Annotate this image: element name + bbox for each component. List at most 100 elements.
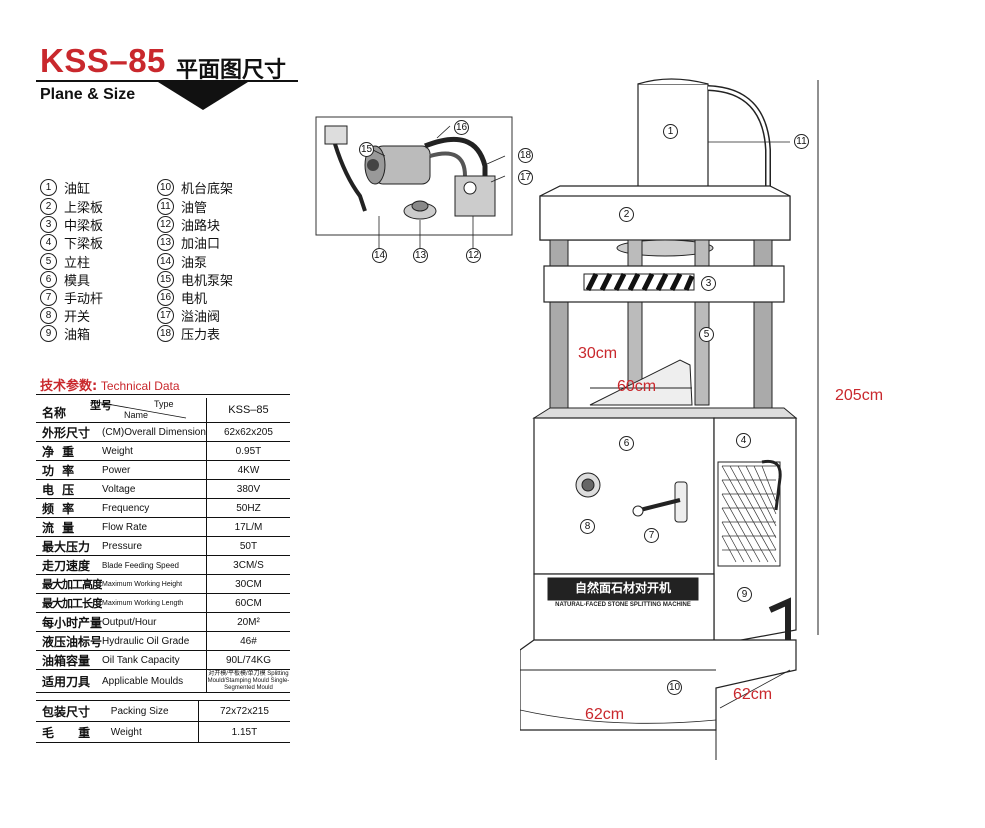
legend-number: 10	[157, 178, 174, 196]
row-label-cn: 包装尺寸	[36, 700, 103, 722]
legend-number: 6	[40, 270, 57, 288]
legend-item: 12 油路块	[157, 215, 221, 234]
legend-number: 18	[157, 324, 174, 342]
legend-label: 压力表	[181, 327, 221, 343]
legend-item: 1 油缸	[40, 178, 91, 197]
row-label-en: Pressure	[102, 536, 207, 556]
callout-9: 9	[737, 587, 752, 602]
row-label-en: Frequency	[102, 498, 207, 518]
title-english: Plane & Size	[40, 86, 136, 103]
callout-2: 2	[619, 207, 634, 222]
row-value: 1.15T	[197, 721, 290, 743]
row-label-en: Weight	[102, 721, 199, 743]
column-part	[694, 239, 710, 406]
legend-number: 5	[40, 252, 57, 270]
nameplate-part	[547, 577, 699, 601]
row-label-cn: 净 重	[36, 441, 103, 461]
row-label-cn: 电 压	[36, 479, 103, 499]
legend-label: 油路块	[181, 218, 221, 234]
callout-6: 6	[619, 436, 634, 451]
row-value: 3CM/S	[205, 555, 290, 575]
callout-1: 1	[663, 124, 678, 139]
work-length-dimension: 60cm	[617, 378, 657, 395]
diagonal-divider	[95, 401, 187, 419]
legend-number: 2	[40, 197, 57, 215]
legend-label: 立柱	[64, 255, 91, 271]
legend-label: 下梁板	[64, 236, 104, 252]
legend-number: 1	[40, 178, 57, 196]
row-label-en: Maximum Working Length	[102, 593, 207, 613]
row-label-cn: 功 率	[36, 460, 103, 480]
legend-item: 5 立柱	[40, 252, 91, 271]
callout-8: 8	[580, 519, 595, 534]
callout-14: 14	[372, 248, 387, 263]
legend-label: 模具	[64, 273, 91, 289]
row-label-en: Weight	[102, 441, 207, 461]
row-label-cn: 适用刀具	[36, 669, 103, 693]
oil-cylinder-part	[637, 83, 709, 195]
row-label-cn: 最大压力	[36, 536, 103, 556]
row-label-cn: 走刀速度	[36, 555, 103, 575]
callout-3: 3	[701, 276, 716, 291]
row-label-en: Power	[102, 460, 207, 480]
row-value: 17L/M	[205, 517, 290, 537]
row-value: 50HZ	[205, 498, 290, 518]
row-label-cn: 最大加工高度	[36, 574, 103, 594]
base-frame-part	[520, 639, 797, 731]
legend-label: 油缸	[64, 181, 91, 197]
callout-15: 15	[359, 142, 374, 157]
legend-number: 16	[157, 288, 174, 306]
oil-pipe-icon	[429, 151, 467, 177]
tech-heading-en: Technical Data	[100, 379, 180, 393]
row-value: 72x72x215	[197, 700, 290, 722]
callout-17: 17	[518, 170, 533, 185]
legend-item: 6 模具	[40, 270, 91, 289]
legend-number: 13	[157, 233, 174, 251]
manual-lever-part	[639, 498, 681, 512]
row-label-cn: 外形尺寸	[36, 422, 103, 442]
name-en: Name	[124, 410, 149, 420]
header-cell: 名称 型号 Type Name	[36, 398, 207, 423]
legend-label: 油泵	[181, 255, 208, 271]
row-label-en: Voltage	[102, 479, 207, 499]
row-label-en: Maximum Working Height	[102, 574, 207, 594]
pump-detail-inset	[315, 116, 513, 248]
legend-label: 加油口	[181, 236, 221, 252]
row-value: 90L/74KG	[205, 650, 290, 670]
legend-item: 13 加油口	[157, 233, 221, 252]
row-label-cn: 频 率	[36, 498, 103, 518]
callout-10: 10	[667, 680, 682, 695]
legend-number: 9	[40, 324, 57, 342]
callout-12: 12	[466, 248, 481, 263]
nameplate-text: 自然面石材对开机	[575, 580, 671, 595]
row-value: 62x62x205	[205, 422, 290, 442]
callout-5: 5	[699, 327, 714, 342]
row-value: 0.95T	[205, 441, 290, 461]
row-label-en: Hydraulic Oil Grade	[102, 631, 207, 651]
row-value: 60CM	[205, 593, 290, 613]
width-dimension: 62cm	[585, 706, 625, 723]
legend-number: 12	[157, 215, 174, 233]
legend-number: 4	[40, 233, 57, 251]
legend-number: 15	[157, 270, 174, 288]
row-value: 380V	[205, 479, 290, 499]
tech-data-heading: 技术参数: Technical Data	[40, 375, 180, 394]
oil-cap-icon	[411, 200, 429, 212]
mold-part	[589, 359, 693, 406]
row-label-cn: 液压油标号	[36, 631, 103, 651]
legend-label: 油管	[181, 200, 208, 216]
